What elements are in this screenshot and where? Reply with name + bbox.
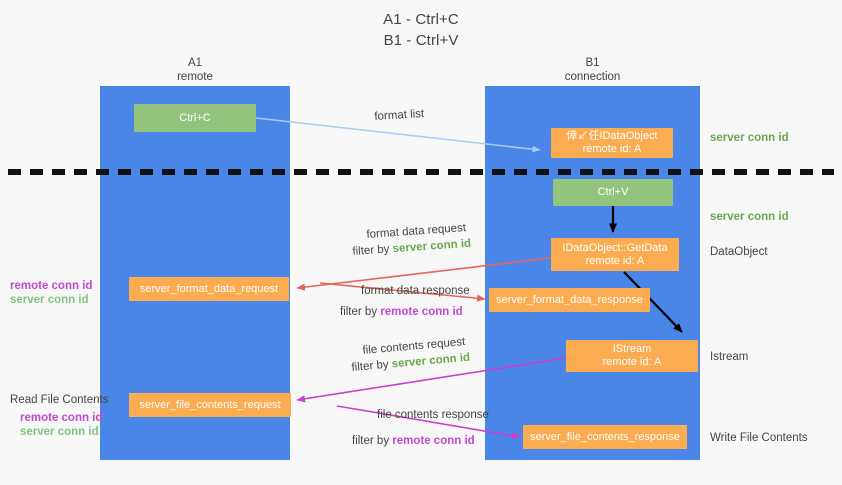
title-line-1: A1 - Ctrl+C (383, 11, 459, 28)
edge-label-file-contents-response: file contents response (377, 408, 489, 423)
edge-label-format-data-response-text: format data response (361, 285, 470, 297)
node-idataobject-remote-id: remote id: A (582, 143, 642, 155)
annotation-remote-conn-id: remote conn id (20, 412, 103, 424)
node-server-file-contents-response-label: server_file_contents_response (530, 430, 680, 443)
node-getdata-label: IDataObject::GetData (562, 241, 668, 254)
annotation-remote-conn-id: remote conn id (10, 280, 93, 292)
annotation-dataobject: DataObject (710, 246, 768, 258)
node-istream-label: IStream (612, 343, 652, 355)
edge-label-file-contents-response-filter: filter by remote conn id (352, 434, 475, 449)
filter-prefix: filter by (351, 358, 393, 374)
node-server-format-data-response-label: server_format_data_response (496, 293, 643, 306)
annotation-server-conn-id-top: server conn id (710, 132, 789, 144)
annotation-server-conn-id: server conn id (10, 294, 89, 306)
lane-b1-name: B1 (585, 57, 600, 69)
annotation-conn-pair-lower: remote conn id server conn id (20, 411, 102, 439)
title-line-2: B1 - Ctrl+V (383, 32, 459, 49)
lane-a1-name: A1 (187, 57, 203, 69)
annotation-read-file-contents: Read File Contents (10, 394, 109, 406)
filter-prefix: filter by (352, 435, 393, 447)
filter-prefix: filter by (340, 306, 381, 318)
node-istream[interactable]: IStream remote id: A (566, 340, 698, 372)
node-server-format-data-request[interactable]: server_format_data_request (129, 277, 289, 301)
node-server-file-contents-request-label: server_file_contents_request (139, 398, 281, 411)
node-server-file-contents-response[interactable]: server_file_contents_response (523, 425, 687, 449)
node-server-file-contents-request[interactable]: server_file_contents_request (129, 393, 291, 417)
edge-label-format-list: format list (374, 107, 425, 125)
filter-token-remote-conn-id: remote conn id (380, 306, 463, 318)
node-idataobject[interactable]: 倖↙任IDataObject remote id: A (551, 128, 673, 158)
annotation-conn-pair-upper: remote conn id server conn id (10, 279, 92, 307)
filter-prefix: filter by (352, 243, 394, 258)
node-ctrl-v[interactable]: Ctrl+V (553, 179, 673, 206)
phase-divider (8, 169, 834, 175)
node-ctrl-c[interactable]: Ctrl+C (134, 104, 256, 132)
annotation-server-conn-id: server conn id (20, 426, 99, 438)
filter-token-remote-conn-id: remote conn id (392, 435, 475, 447)
node-server-format-data-response[interactable]: server_format_data_response (489, 288, 650, 312)
filter-token-server-conn-id: server conn id (392, 237, 472, 256)
node-ctrl-c-label: Ctrl+C (179, 111, 211, 124)
lane-header-b1: B1 connection (485, 57, 700, 84)
lane-header-a1: A1 remote (100, 57, 290, 84)
edge-label-format-data-response-filter: filter by remote conn id (340, 305, 463, 320)
annotation-write-file-contents: Write File Contents (710, 432, 808, 444)
node-server-format-data-request-label: server_format_data_request (139, 282, 279, 295)
annotation-server-conn-id-mid: server conn id (710, 211, 789, 223)
lane-b1-sub: connection (564, 70, 621, 83)
annotation-istream: Istream (710, 351, 749, 363)
node-ctrl-v-label: Ctrl+V (597, 186, 629, 198)
node-idataobject-getdata[interactable]: IDataObject::GetData remote id: A (551, 238, 679, 271)
node-getdata-remote-id: remote id: A (585, 254, 645, 267)
lane-a1-sub: remote (177, 70, 213, 83)
node-istream-remote-id: remote id: A (602, 356, 662, 368)
edge-label-file-contents-response-text: file contents response (377, 409, 489, 421)
edge-label-format-data-response: format data response (361, 284, 470, 299)
node-idataobject-label: 倖↙任IDataObject (566, 130, 658, 142)
edge-label-format-list-text: format list (374, 107, 425, 123)
diagram-title: A1 - Ctrl+C B1 - Ctrl+V (0, 9, 842, 51)
